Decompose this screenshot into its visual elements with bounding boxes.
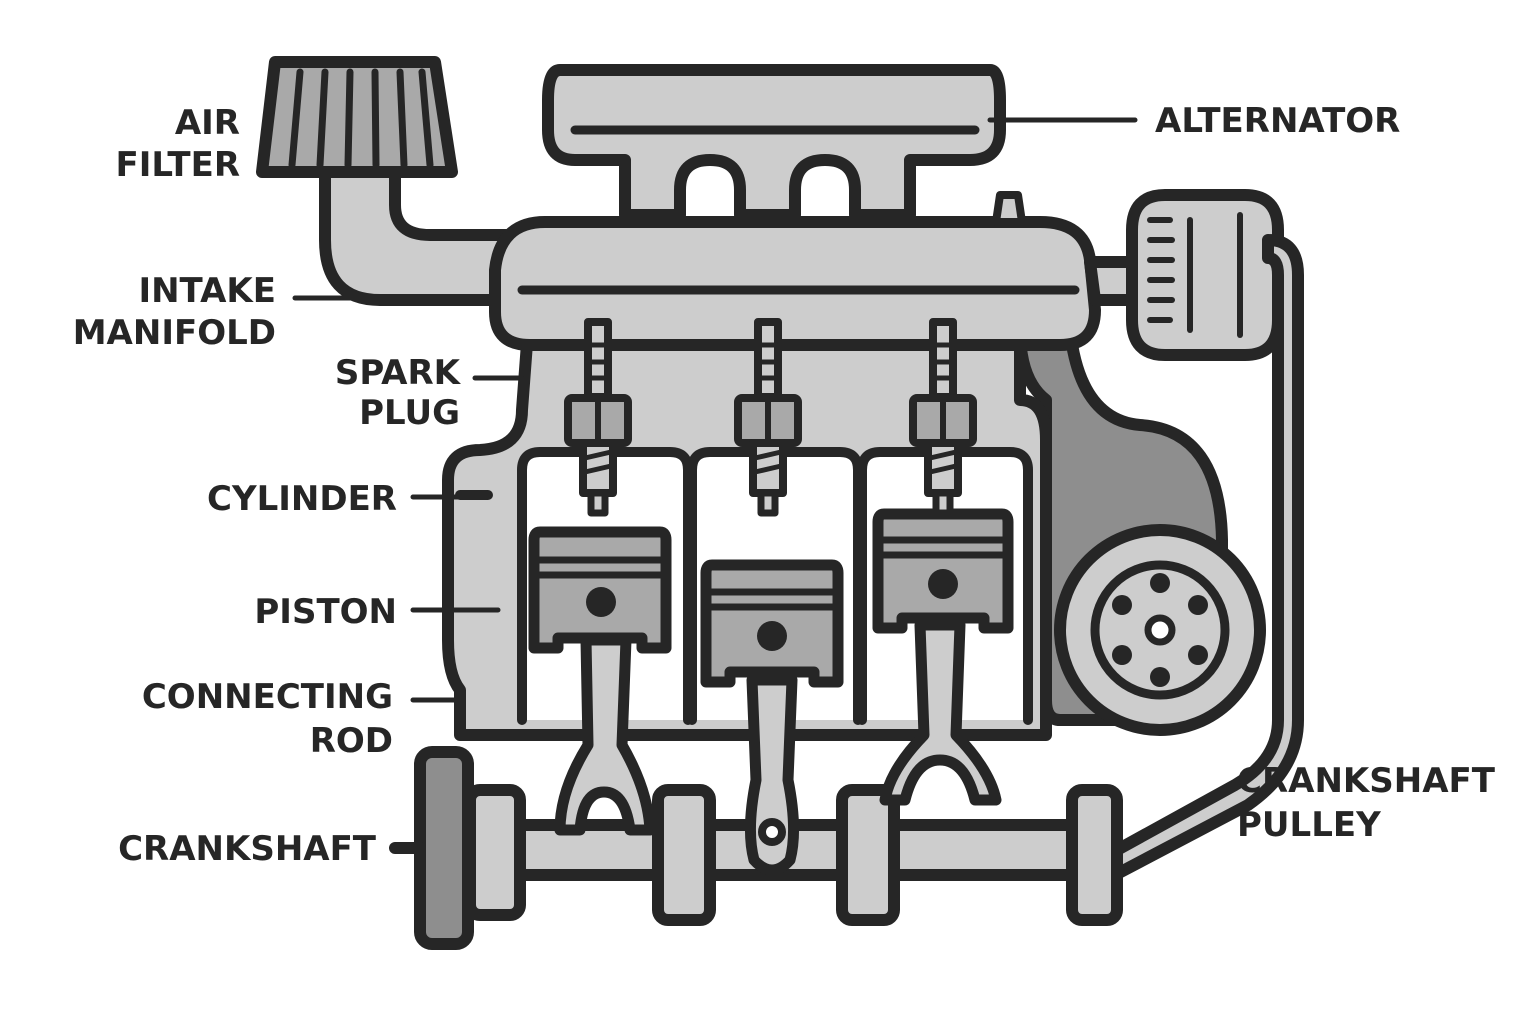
label-alternator: ALTERNATOR bbox=[1155, 101, 1400, 141]
label-spark-plug-line1: SPARK bbox=[335, 353, 462, 393]
label-crankshaft-pulley-line1: CRANKSHAFT bbox=[1237, 761, 1496, 801]
piston-2 bbox=[706, 565, 838, 682]
air-filter-icon bbox=[262, 62, 452, 172]
label-spark-plug-line2: PLUG bbox=[359, 393, 460, 433]
label-intake-manifold-line2: MANIFOLD bbox=[73, 313, 276, 353]
label-air-filter-line1: AIR bbox=[175, 103, 240, 143]
label-crankshaft-pulley-line2: PULLEY bbox=[1237, 805, 1381, 845]
label-intake-manifold-line1: INTAKE bbox=[138, 271, 276, 311]
label-connecting-rod-line1: CONNECTING bbox=[142, 677, 393, 717]
crankshaft-pulley-icon bbox=[1060, 530, 1260, 730]
label-air-filter-line2: FILTER bbox=[115, 145, 240, 185]
alternator-icon bbox=[1132, 195, 1278, 355]
top-cover bbox=[548, 70, 1000, 215]
label-connecting-rod-line2: ROD bbox=[310, 721, 393, 761]
label-cylinder: CYLINDER bbox=[207, 479, 397, 519]
label-crankshaft: CRANKSHAFT bbox=[118, 829, 377, 869]
label-piston: PISTON bbox=[254, 592, 397, 632]
piston-1 bbox=[534, 532, 666, 648]
piston-3 bbox=[878, 514, 1008, 628]
